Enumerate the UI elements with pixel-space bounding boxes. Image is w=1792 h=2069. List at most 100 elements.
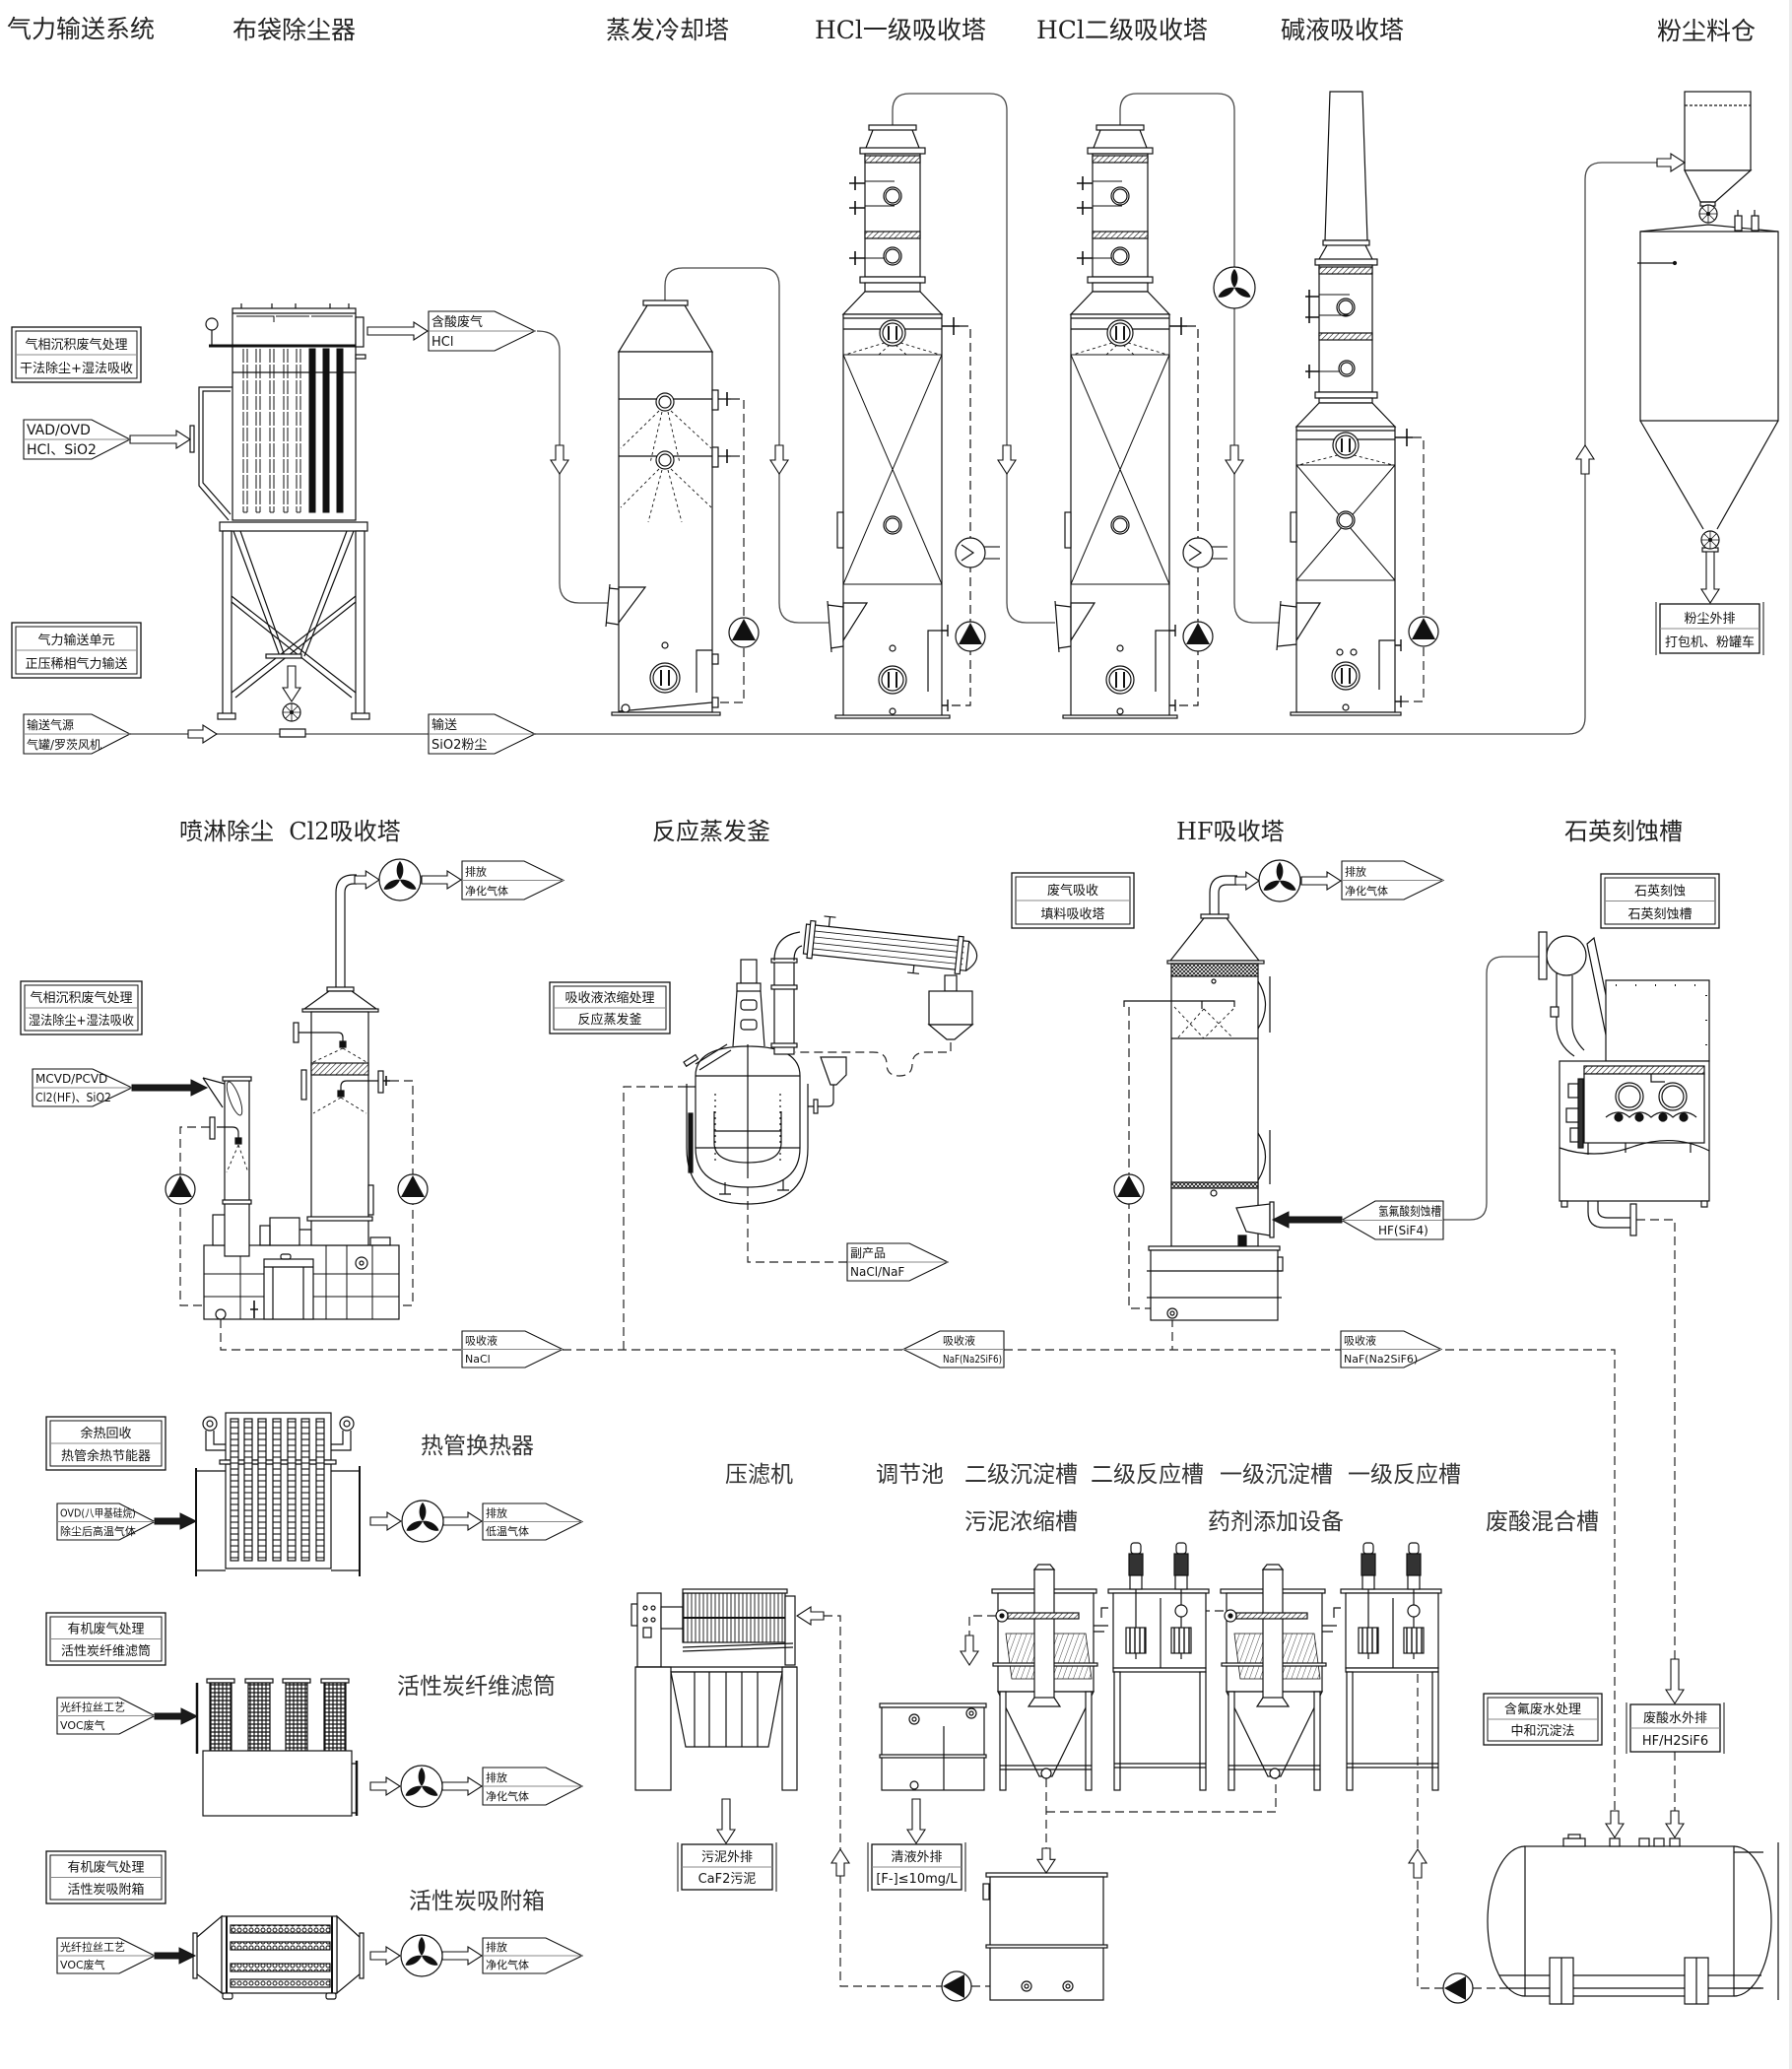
cooling-to-hcl1-line [664, 267, 829, 624]
fan-icon [1213, 266, 1256, 309]
title-hcl-primary-absorber: HCl一级吸收塔 [815, 16, 986, 44]
silo-cone [1639, 420, 1779, 530]
regulating-tank-feed-line [968, 1615, 996, 1635]
rotary-valve-icon [282, 702, 301, 722]
heat-pipes [230, 1418, 325, 1562]
activated-carbon-adsorber [192, 1914, 365, 2000]
discharge-box-side-bars [1655, 602, 1764, 655]
discharge-box-detail: HF/H2SiF6 [1642, 1734, 1708, 1749]
info-box-heading: 废气吸收 [1047, 883, 1098, 899]
dust-hopper [232, 530, 355, 657]
tag-content-label: 净化气体 [465, 884, 508, 898]
dust-silo [1637, 91, 1779, 553]
fan-outlet-arrow-icon [1300, 870, 1343, 892]
flow-arrow-icon [830, 1847, 851, 1877]
absorbent-main-line [220, 1319, 1616, 1837]
info-box-heading: 气相沉积废气处理 [25, 337, 127, 353]
flow-arrow-icon [1224, 444, 1245, 476]
flow-arrow-icon [959, 1635, 980, 1667]
info-box-method: 干法除尘+湿法吸收 [20, 362, 133, 376]
fan-icon [400, 1934, 443, 1977]
drain-pipe [1587, 1201, 1630, 1229]
tag-content-label: SiO2粉尘 [431, 738, 487, 753]
gas-inlet-arrow-icon [1271, 1211, 1343, 1229]
activated-carbon-fiber-filter [195, 1678, 359, 1817]
tag-source-label: MCVD/PCVD [35, 1072, 107, 1086]
hcl1-to-hcl2-line [892, 93, 1055, 624]
upper-cabinet [1605, 979, 1710, 1062]
cooling-recirculation-line [718, 398, 745, 703]
sludge-collection-line [1045, 1778, 1277, 1848]
fan-outlet-arrow-icon [421, 869, 463, 891]
info-box-method: 正压稀相气力输送 [25, 656, 127, 672]
filter-plenum [202, 1750, 353, 1817]
tag-content-label: 除尘后高温气体 [60, 1524, 136, 1538]
gas-inlet-arrow-icon [131, 1079, 209, 1097]
waste-acid-tank-vessel [1487, 1834, 1779, 2005]
tag-source-label: 副产品 [850, 1246, 886, 1260]
tag-source-label: 吸收液 [1344, 1334, 1376, 1348]
pressure-gauge-icon [205, 317, 219, 331]
evaporative-cooling-tower [605, 300, 731, 716]
flow-arrow-icon [1664, 1658, 1686, 1705]
spray-dedusting-cl2-absorber [202, 874, 400, 1320]
flow-arrow-icon [996, 444, 1018, 476]
title-pneumatic-conveying-system: 气力输送系统 [7, 15, 155, 43]
carbon-tray [230, 1978, 331, 1988]
silo-body [1639, 231, 1779, 422]
vapor-riser [773, 960, 795, 1055]
hf-absorber-shell [1170, 975, 1259, 1247]
tag-content-label: HF(SiF4) [1378, 1224, 1428, 1237]
flow-arrow-icon [1604, 1810, 1626, 1839]
secondary-reaction-tank [1100, 1542, 1210, 1791]
info-box-method: 活性炭纤维滤筒 [61, 1643, 151, 1659]
tag-content-label: HCl [431, 335, 453, 350]
tag-source-label: 排放 [486, 1940, 507, 1954]
exhaust-fan-housing [1546, 935, 1587, 976]
title-activated-carbon-fiber-filter: 活性炭纤维滤筒 [397, 1674, 556, 1700]
glove-port-icon [1615, 1082, 1644, 1111]
tag-content-label: NaF(Na2SiF6) [943, 1353, 1002, 1366]
title-secondary-reaction-tank: 二级反应槽 [1091, 1462, 1204, 1488]
discharge-arrow-icon [715, 1798, 737, 1845]
stream-tag-sio2-conveying: 输送 SiO2粉尘 [428, 713, 537, 755]
carbon-tray [230, 1963, 331, 1972]
primary-settling-tank [1220, 1564, 1338, 1791]
receiver-tank [928, 990, 973, 1026]
discharge-box-heading: 废酸水外排 [1643, 1710, 1707, 1726]
tag-content-label: 低温气体 [486, 1524, 529, 1538]
bag-filter-housing [232, 307, 357, 521]
waste-acid-transfer-line [1417, 1596, 1499, 1989]
side-inlet-duct [198, 386, 232, 521]
acid-exhaust-line [536, 330, 608, 604]
tag-source-label: 输送 [431, 717, 457, 733]
tag-source-label: 光纤拉丝工艺 [60, 1701, 125, 1714]
tag-content-label: VOC废气 [60, 1958, 105, 1971]
filter-cartridge [285, 1682, 308, 1752]
flow-arrow-icon [768, 444, 790, 476]
discharge-box-side-bars [867, 1842, 966, 1892]
primary-reaction-tank [1333, 1542, 1442, 1791]
tag-content-label: NaCl/NaF [850, 1265, 904, 1279]
evaporator-feed-line [623, 1086, 687, 1350]
equipment-titles: 气力输送系统 布袋除尘器 蒸发冷却塔 HCl一级吸收塔 HCl二级吸收塔 碱液吸… [7, 15, 1756, 1914]
tag-content-label: 净化气体 [486, 1789, 529, 1803]
info-box-method: 中和沉淀法 [1510, 1724, 1574, 1739]
fan-outlet-arrow-icon [442, 1510, 484, 1532]
fan-icon [1258, 859, 1301, 902]
fan-icon [378, 858, 422, 901]
discharge-box-heading: 粉尘外排 [1684, 612, 1735, 627]
